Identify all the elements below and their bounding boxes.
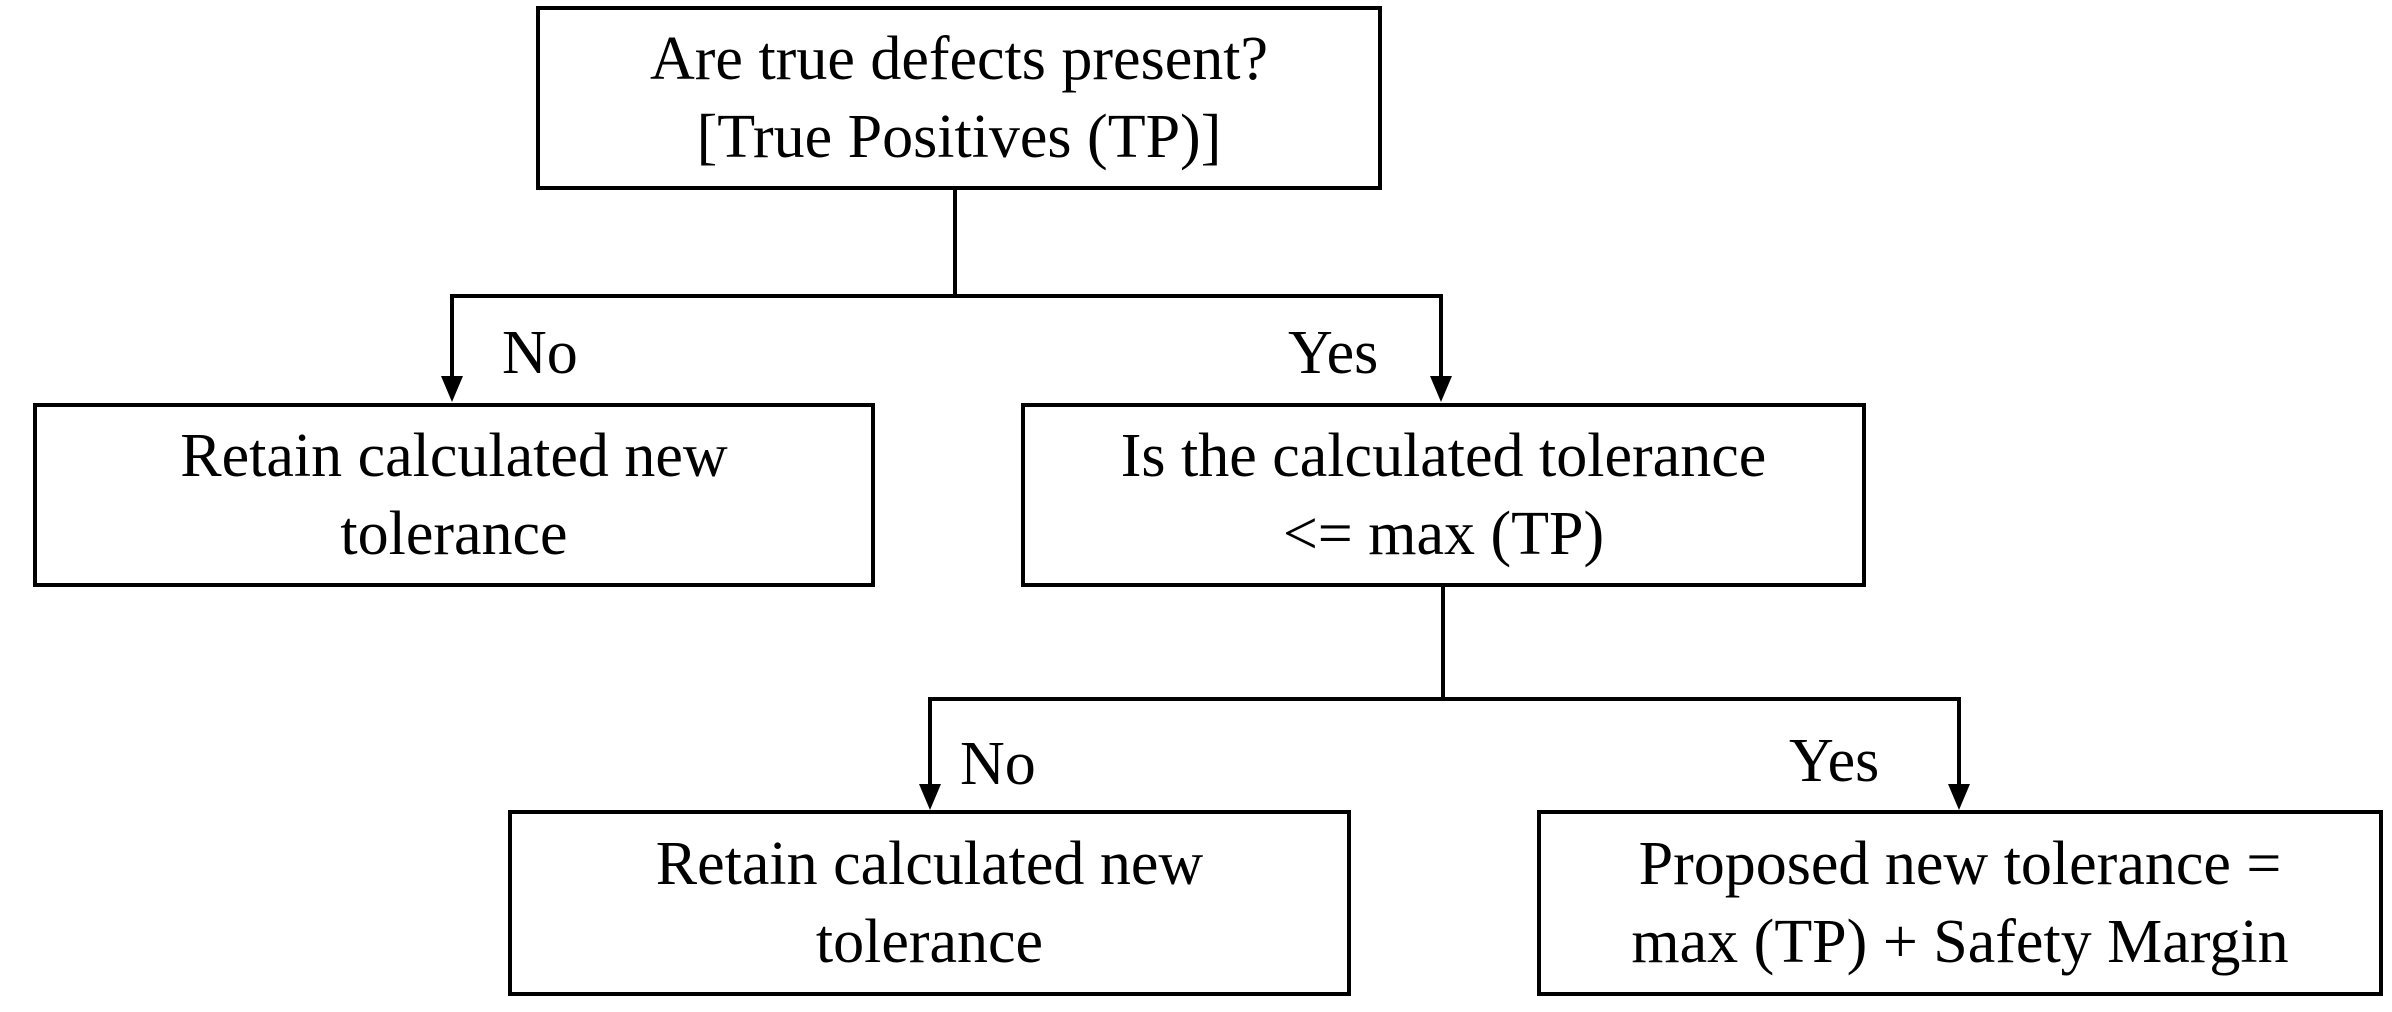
arrowhead-yes-bottom: [1948, 784, 1970, 810]
outcome-retain-bottom: Retain calculated new tolerance: [508, 810, 1351, 996]
edge-label-tolerance-no: No: [960, 730, 1036, 798]
outcome-retain-bottom-line1: Retain calculated new: [655, 829, 1204, 898]
arrowhead-no-left: [441, 376, 463, 402]
decision-true-defects-line2: [True Positives (TP)]: [696, 103, 1222, 171]
outcome-retain-left: Retain calculated new tolerance: [33, 403, 875, 587]
arrowhead-yes-top: [1430, 376, 1452, 402]
outcome-proposed-tolerance-line1: Proposed new tolerance =: [1638, 829, 2282, 898]
edge-label-defects-no: No: [502, 319, 578, 387]
arrowhead-no-bottom: [919, 784, 941, 810]
decision-tolerance-check-line2: <= max (TP): [1282, 500, 1605, 568]
decision-true-defects: Are true defects present? [True Positive…: [536, 6, 1382, 190]
decision-tolerance-check: Is the calculated tolerance <= max (TP): [1021, 403, 1866, 587]
outcome-retain-left-line2: tolerance: [340, 500, 568, 568]
outcome-proposed-tolerance: Proposed new tolerance = max (TP) + Safe…: [1537, 810, 2383, 996]
edge-label-defects-yes: Yes: [1288, 319, 1379, 387]
outcome-proposed-tolerance-line2: max (TP) + Safety Margin: [1631, 908, 2289, 976]
outcome-retain-bottom-line2: tolerance: [815, 908, 1044, 976]
edge-label-tolerance-yes: Yes: [1789, 727, 1880, 795]
outcome-retain-left-line1: Retain calculated new: [180, 421, 728, 490]
decision-tolerance-check-line1: Is the calculated tolerance: [1120, 421, 1767, 490]
decision-true-defects-line1: Are true defects present?: [650, 24, 1268, 93]
